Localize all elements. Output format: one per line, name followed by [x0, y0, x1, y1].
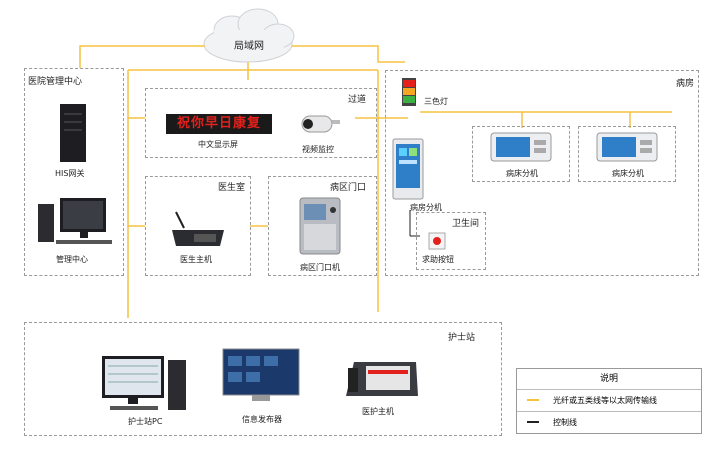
- zone-label-hospital-center: 医院管理中心: [28, 77, 83, 87]
- zone-label-ward: 病房: [676, 79, 695, 89]
- legend-item-ethernet: 光纤或五类线等以太网传输线: [517, 389, 701, 412]
- nurse-pc-label: 护士站PC: [128, 417, 163, 426]
- legend-item-control: 控制线: [517, 411, 701, 433]
- legend-label-ethernet: 光纤或五类线等以太网传输线: [553, 396, 657, 405]
- doctor-host-label: 医生主机: [180, 255, 212, 264]
- help-button-icon: [428, 232, 446, 250]
- led-screen-label: 中文显示屏: [198, 140, 238, 149]
- zone-label-doctor-room: 医生室: [218, 183, 246, 193]
- cloud-label: 局域网: [234, 41, 264, 52]
- info-display-icon: [222, 348, 300, 401]
- door-unit-label: 病区门口机: [300, 263, 340, 272]
- camera-icon: [301, 115, 340, 133]
- legend-label-control: 控制线: [553, 418, 577, 427]
- door-unit-icon: [299, 197, 341, 255]
- help-button-label: 求助按钮: [422, 255, 454, 264]
- info-display-label: 信息发布器: [242, 415, 282, 424]
- zone-label-ward-door: 病区门口: [330, 183, 367, 193]
- zone-nurse-station: [24, 322, 502, 436]
- room-unit-icon: [392, 138, 424, 200]
- server-icon: [60, 104, 86, 162]
- bed-unit-1-label: 病床分机: [506, 169, 538, 178]
- bed-unit-2-icon: [596, 132, 658, 162]
- zone-corridor: [145, 88, 377, 158]
- bed-unit-1-icon: [490, 132, 552, 162]
- nurse-host-icon: [346, 362, 418, 396]
- zone-label-corridor: 过道: [348, 95, 367, 105]
- three-color-light-icon: [402, 78, 416, 106]
- zone-label-nurse-station: 护士站: [448, 333, 476, 343]
- legend-line-ethernet: [527, 399, 539, 401]
- his-gateway-label: HIS网关: [55, 169, 85, 178]
- zone-bed-1: [472, 126, 570, 182]
- room-unit-label: 病房分机: [410, 203, 442, 212]
- zone-doctor-room: [145, 176, 251, 276]
- zone-label-washroom: 卫生间: [452, 219, 480, 229]
- zone-washroom: [416, 212, 486, 270]
- zone-hospital-center: [24, 68, 124, 276]
- nurse-pc-icon: [102, 356, 186, 410]
- bed-unit-2-label: 病床分机: [612, 169, 644, 178]
- legend: 说明 光纤或五类线等以太网传输线 控制线: [516, 368, 702, 434]
- nurse-host-label: 医护主机: [362, 407, 394, 416]
- legend-line-control: [527, 421, 539, 423]
- led-screen: 祝你早日康复: [166, 114, 272, 134]
- three-color-light-label: 三色灯: [424, 97, 448, 106]
- cloud-icon: [203, 8, 295, 63]
- doctor-host-icon: [172, 211, 224, 246]
- zone-ward: [385, 70, 699, 276]
- zone-bed-2: [578, 126, 676, 182]
- zone-ward-door: [268, 176, 377, 276]
- mgmt-center-label: 管理中心: [56, 255, 88, 264]
- desktop-computer-icon: [38, 198, 112, 244]
- legend-title: 说明: [517, 369, 701, 390]
- camera-label: 视频监控: [302, 145, 334, 154]
